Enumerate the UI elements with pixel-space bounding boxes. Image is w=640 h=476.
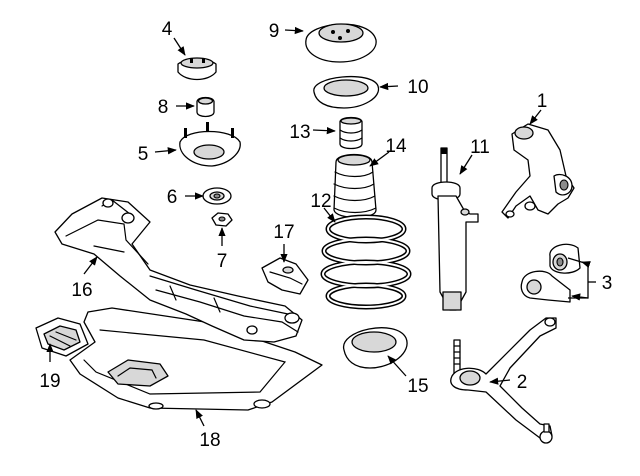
strut-mount bbox=[179, 122, 241, 167]
leader-lines bbox=[46, 26, 596, 427]
callout-17: 17 bbox=[273, 222, 294, 243]
coil-spring bbox=[320, 214, 412, 310]
callout-5: 5 bbox=[138, 144, 149, 165]
crossmember-bracket bbox=[261, 257, 309, 295]
callout-8: 8 bbox=[158, 97, 169, 118]
strut-mount-cap bbox=[177, 57, 217, 81]
callout-12: 12 bbox=[310, 191, 331, 212]
callout-2: 2 bbox=[517, 372, 528, 393]
control-arm-bushings bbox=[520, 243, 581, 303]
callout-9: 9 bbox=[269, 21, 280, 42]
callout-labels: 1 2 3 4 5 6 7 8 9 10 11 12 13 14 15 16 1… bbox=[39, 19, 612, 451]
callout-1: 1 bbox=[537, 91, 548, 112]
callout-10: 10 bbox=[407, 77, 428, 98]
mount-washer bbox=[202, 187, 232, 205]
callout-7: 7 bbox=[217, 251, 228, 272]
bump-stop-small bbox=[196, 96, 215, 118]
dust-boot bbox=[333, 153, 377, 219]
small-cover-plate bbox=[35, 317, 89, 357]
callout-15: 15 bbox=[407, 376, 428, 397]
callout-14: 14 bbox=[385, 136, 407, 157]
callout-13: 13 bbox=[289, 122, 310, 143]
front-crossmember bbox=[54, 197, 303, 343]
lower-spring-seat bbox=[343, 327, 408, 369]
callout-3: 3 bbox=[602, 273, 613, 294]
callout-11: 11 bbox=[470, 137, 490, 158]
steering-knuckle bbox=[501, 123, 575, 219]
spring-pad bbox=[313, 75, 380, 109]
callout-18: 18 bbox=[199, 430, 220, 451]
callout-16: 16 bbox=[71, 280, 92, 301]
upper-spring-seat bbox=[305, 23, 377, 63]
mount-nut bbox=[211, 212, 233, 227]
callout-19: 19 bbox=[39, 371, 60, 392]
callout-4: 4 bbox=[162, 19, 173, 40]
lower-control-arm bbox=[450, 317, 557, 444]
callout-6: 6 bbox=[167, 187, 178, 208]
bump-stop bbox=[339, 116, 363, 150]
engine-splash-shield bbox=[69, 307, 323, 411]
strut-assembly bbox=[431, 147, 479, 311]
